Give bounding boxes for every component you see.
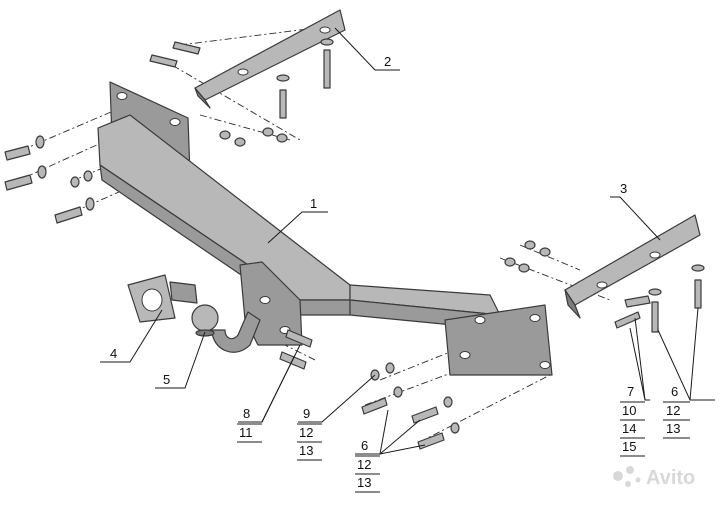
callout-6b: 6 (671, 384, 678, 399)
callout-1: 1 (310, 196, 317, 211)
callout-3: 3 (620, 181, 627, 196)
callout-6a: 6 (361, 438, 368, 453)
callout-13b: 13 (357, 475, 371, 490)
callout-13c: 13 (666, 421, 680, 436)
assembly-lines (7, 24, 611, 443)
callout-12c: 12 (666, 403, 680, 418)
watermark-text: Avito (646, 467, 695, 489)
callout-12a: 12 (299, 425, 313, 440)
callout-9: 9 (303, 406, 310, 421)
callout-11: 11 (239, 425, 253, 440)
callout-12b: 12 (357, 457, 371, 472)
callout-7: 7 (627, 384, 634, 399)
callout-4: 4 (110, 346, 117, 361)
callout-13a: 13 (299, 443, 313, 458)
crossbar-part-1 (97, 81, 553, 376)
fasteners (4, 38, 705, 450)
callout-15: 15 (622, 439, 636, 454)
callout-2: 2 (384, 54, 391, 69)
socket-bracket-part-4 (127, 274, 198, 323)
bracket-part-3 (564, 214, 701, 319)
callout-14: 14 (622, 421, 636, 436)
callout-labels: 1 2 3 4 5 8 11 9 12 13 6 12 13 7 10 14 1… (110, 54, 680, 490)
avito-logo-icon (613, 471, 623, 481)
callout-8: 8 (243, 406, 250, 421)
bracket-part-2 (194, 9, 346, 109)
leader-lines (100, 27, 715, 493)
avito-watermark: Avito (613, 466, 695, 489)
callout-10: 10 (622, 403, 636, 418)
callout-5: 5 (163, 372, 170, 387)
tow-ball-part-5 (191, 304, 261, 353)
